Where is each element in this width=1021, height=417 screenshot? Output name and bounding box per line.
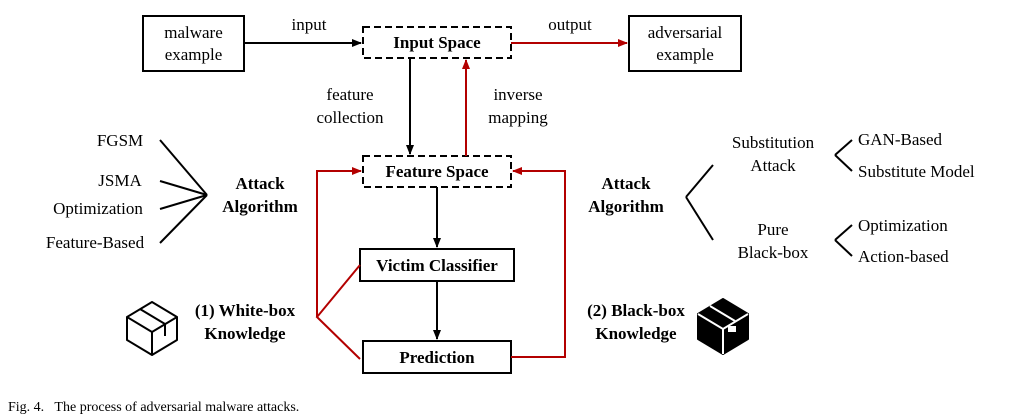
substitution-line1: Substitution	[732, 133, 815, 152]
input-space-label: Input Space	[393, 33, 481, 52]
black-box-feedback-arrow	[511, 167, 566, 358]
feature-collection-line2: collection	[316, 108, 384, 127]
white-box-knowledge: (1) White-box Knowledge	[126, 301, 296, 356]
left-branch-3	[159, 194, 208, 210]
closed-box-icon	[697, 298, 749, 355]
substitution-branch-1	[834, 139, 853, 156]
left-branch-4	[159, 194, 208, 244]
right-attack-algorithm-line2: Algorithm	[588, 197, 664, 216]
black-box-line1: (2) Black-box	[587, 301, 685, 320]
malware-example-line2: example	[165, 45, 223, 64]
white-box-line1: (1) White-box	[195, 301, 296, 320]
feature-space-box: Feature Space	[362, 155, 512, 188]
open-box-icon	[126, 301, 178, 356]
white-box-line2: Knowledge	[204, 324, 286, 343]
pure-blackbox-line2: Black-box	[738, 243, 809, 262]
inverse-mapping-line2: mapping	[488, 108, 548, 127]
left-method-jsma: JSMA	[98, 171, 142, 190]
victim-classifier-box: Victim Classifier	[359, 248, 515, 282]
pure-branch-1	[834, 224, 853, 241]
left-branch-2	[159, 180, 208, 196]
output-edge-label: output	[548, 15, 592, 34]
left-attack-algorithm-line2: Algorithm	[222, 197, 298, 216]
left-branch-1	[159, 139, 208, 196]
malware-example-line1: malware	[164, 23, 223, 42]
prediction-box: Prediction	[362, 340, 512, 374]
adversarial-example-box: adversarial example	[628, 15, 742, 72]
left-method-fgsm: FGSM	[97, 131, 143, 150]
substitution-method-gan: GAN-Based	[858, 130, 943, 149]
black-box-knowledge: (2) Black-box Knowledge	[587, 298, 749, 355]
right-attack-algorithm-line1: Attack	[601, 174, 651, 193]
left-attack-algorithms: FGSM JSMA Optimization Feature-Based Att…	[46, 131, 298, 252]
substitution-line2: Attack	[750, 156, 796, 175]
inverse-mapping-line1: inverse	[493, 85, 542, 104]
substitution-method-model: Substitute Model	[858, 162, 975, 181]
left-method-feature-based: Feature-Based	[46, 233, 145, 252]
figure-caption: Fig. 4. The process of adversarial malwa…	[8, 400, 299, 415]
pure-method-action: Action-based	[858, 247, 949, 266]
pure-blackbox-line1: Pure	[757, 220, 788, 239]
black-box-line2: Knowledge	[595, 324, 677, 343]
left-method-optimization: Optimization	[53, 199, 143, 218]
white-box-to-feature-arrow	[316, 167, 362, 317]
substitution-branch-2	[834, 154, 853, 172]
input-space-box: Input Space	[362, 26, 512, 59]
left-attack-algorithm-line1: Attack	[235, 174, 285, 193]
pure-method-optimization: Optimization	[858, 216, 948, 235]
feature-collection-line1: feature	[326, 85, 373, 104]
white-box-feedback-arrow	[315, 264, 361, 360]
input-edge-label: input	[292, 15, 327, 34]
adversarial-example-line1: adversarial	[648, 23, 723, 42]
right-branch-substitution	[685, 164, 714, 198]
right-branch-pure	[685, 196, 714, 241]
prediction-label: Prediction	[399, 348, 475, 367]
right-attack-algorithms: Attack Algorithm Substitution Attack Pur…	[588, 130, 975, 266]
malware-example-box: malware example	[142, 15, 245, 72]
victim-classifier-label: Victim Classifier	[376, 256, 498, 275]
adversarial-example-line2: example	[656, 45, 714, 64]
feature-space-label: Feature Space	[385, 162, 489, 181]
pure-branch-2	[834, 239, 853, 257]
